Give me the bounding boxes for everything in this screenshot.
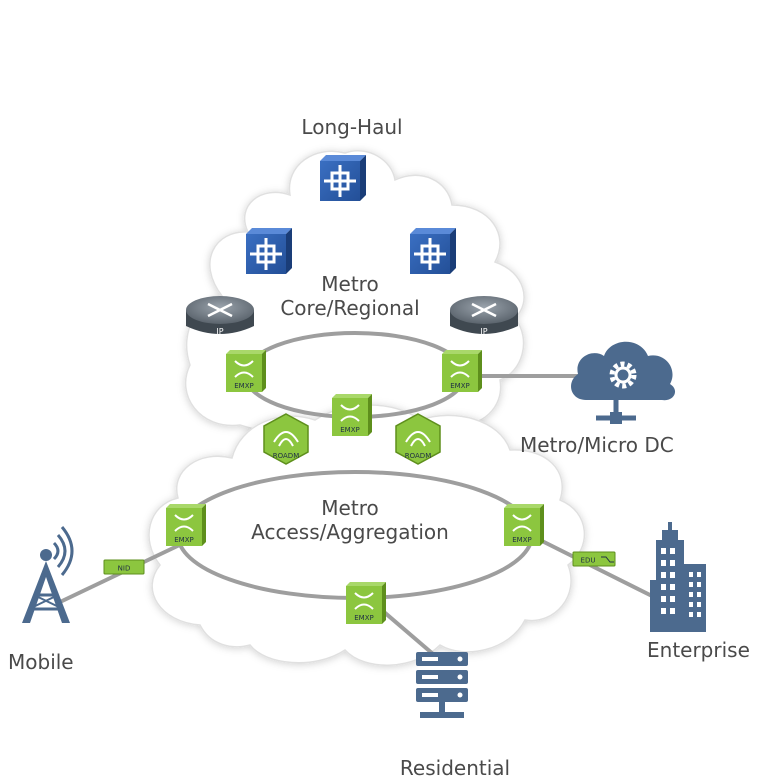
cloud-gear-icon (571, 341, 676, 424)
optical-switch-icon (410, 228, 456, 274)
long-haul-label: Long-Haul (301, 115, 403, 139)
nid-label: NID (118, 565, 131, 573)
optical-switch-icon (320, 155, 366, 201)
ip-router-icon: IP (186, 296, 254, 336)
roadm-icon: ROADM (395, 413, 441, 465)
buildings-icon (650, 522, 706, 632)
enterprise-label: Enterprise (647, 638, 750, 662)
metro-core-label: Metro Core/Regional (280, 272, 419, 320)
emxp-icon: EMXP (332, 394, 372, 436)
emxp-label: EMXP (354, 614, 373, 622)
emxp-icon: EMXP (166, 504, 206, 546)
edu-label: EDU (581, 557, 596, 565)
emxp-label: EMXP (174, 536, 193, 544)
roadm-label: ROADM (405, 452, 431, 460)
emxp-icon: EMXP (504, 504, 544, 546)
metro-access-line1: Metro (321, 496, 379, 520)
ip-label: IP (480, 327, 487, 336)
ip-router-icon: IP (450, 296, 518, 336)
metro-core-line1: Metro (321, 272, 379, 296)
metro-access-line2: Access/Aggregation (251, 520, 449, 544)
metro-core-line2: Core/Regional (280, 296, 420, 320)
roadm-icon: ROADM (263, 413, 309, 465)
edu-icon: EDU (572, 551, 616, 567)
emxp-label: EMXP (234, 382, 253, 390)
emxp-icon: EMXP (346, 582, 386, 624)
emxp-label: EMXP (512, 536, 531, 544)
mobile-label: Mobile (8, 650, 74, 674)
cell-tower-icon (22, 526, 74, 623)
metro-dc-label: Metro/Micro DC (520, 433, 674, 457)
nid-icon: NID (103, 559, 145, 575)
residential-label: Residential (399, 756, 511, 780)
link-enterprise (529, 533, 661, 602)
emxp-label: EMXP (450, 382, 469, 390)
optical-switch-icon (246, 228, 292, 274)
emxp-icon: EMXP (226, 350, 266, 392)
emxp-label: EMXP (340, 426, 359, 434)
server-rack-icon (416, 652, 468, 718)
ip-label: IP (216, 327, 223, 336)
metro-access-label: Metro Access/Aggregation (251, 496, 449, 544)
roadm-label: ROADM (273, 452, 299, 460)
access-cloud (148, 404, 585, 666)
emxp-icon: EMXP (442, 350, 482, 392)
